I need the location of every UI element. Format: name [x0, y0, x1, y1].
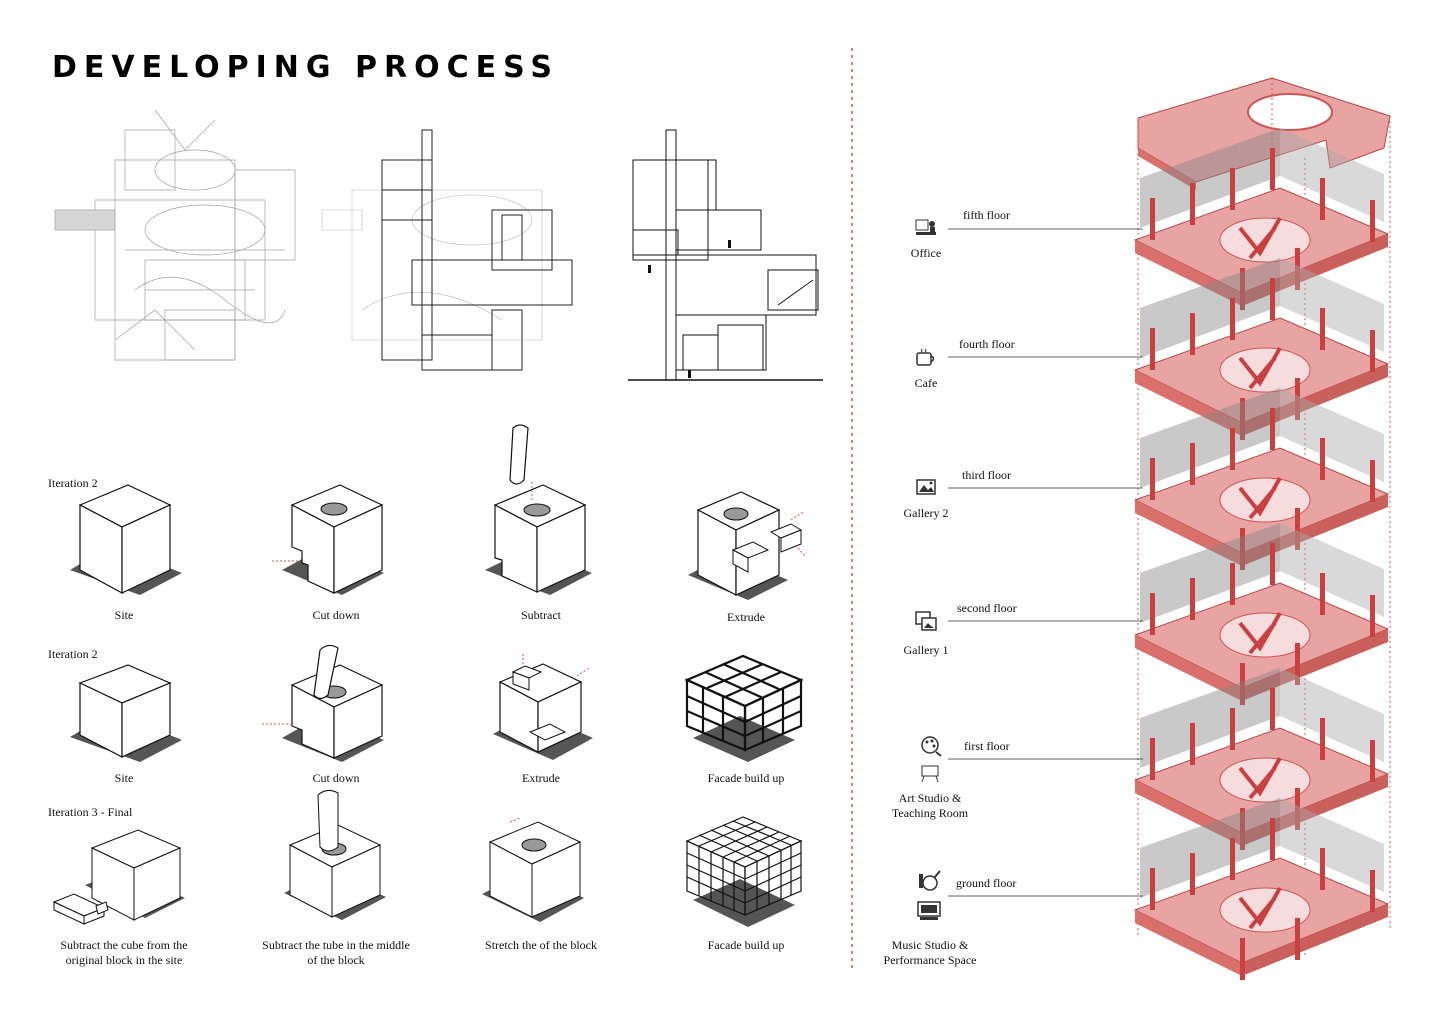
floor-label: first floor	[964, 739, 1010, 753]
massing-cut-down	[262, 640, 384, 762]
step-caption: Facade build up	[707, 938, 785, 952]
floor-use-label: Office	[910, 246, 942, 260]
step-caption: Extrude	[727, 610, 765, 624]
floor-use-label: Gallery 1	[903, 643, 949, 657]
massing-site	[70, 665, 182, 762]
step-caption: Extrude	[522, 771, 560, 785]
page-title: DEVELOPING PROCESS	[52, 50, 559, 85]
music-icon	[919, 870, 941, 891]
sketch-drawing-2	[322, 110, 572, 380]
gallery-icon	[916, 479, 936, 495]
iteration-label: Iteration 3 - Final	[48, 805, 133, 819]
cafe-icon	[916, 348, 935, 366]
floor-label: fifth floor	[963, 208, 1010, 222]
step-caption: Site	[114, 608, 134, 622]
massing-subtract	[485, 420, 592, 595]
step-caption: Stretch the of the block	[485, 938, 597, 952]
step-caption: Subtract the tube in the middle of the b…	[262, 938, 410, 967]
iteration-label: Iteration 2	[48, 476, 98, 490]
step-caption: Cut down	[312, 771, 360, 785]
step-caption: Subtract the cube from the original bloc…	[60, 938, 188, 967]
easel-icon	[921, 765, 939, 783]
leader-lines	[948, 228, 1143, 897]
massing-site	[70, 485, 182, 595]
stage-icon	[917, 901, 941, 920]
palette-icon	[921, 736, 942, 757]
section-divider	[851, 48, 853, 970]
gallery-icon	[915, 611, 937, 631]
step-caption: Site	[114, 771, 134, 785]
massing-extrude	[688, 490, 813, 600]
office-icon	[915, 219, 936, 235]
massing-extrude	[493, 652, 593, 760]
floor-label: third floor	[962, 468, 1011, 482]
floor-use-label: Gallery 2	[903, 506, 949, 520]
floor-use-label: Cafe	[914, 376, 938, 390]
massing-subtract-cube	[50, 830, 185, 930]
massing-stretch	[482, 812, 584, 922]
massing-subtract-tube	[284, 785, 386, 920]
step-caption: Cut down	[312, 608, 360, 622]
floor-use-label: Art Studio & Teaching Room	[891, 791, 969, 820]
step-caption: Facade build up	[707, 771, 785, 785]
floor-label: second floor	[957, 601, 1017, 615]
section-drawing	[628, 130, 823, 380]
floor-label: ground floor	[956, 876, 1017, 890]
sketch-drawing-1	[55, 110, 305, 385]
massing-cut-down	[272, 485, 384, 595]
exploded-axonometric	[1133, 77, 1391, 982]
step-caption: Subtract	[521, 608, 561, 622]
iteration-label: Iteration 2	[48, 647, 98, 661]
floor-label: fourth floor	[959, 337, 1015, 351]
facade-build-up	[683, 650, 808, 762]
facade-build-up	[683, 815, 808, 927]
floor-use-label: Music Studio & Performance Space	[883, 938, 977, 967]
